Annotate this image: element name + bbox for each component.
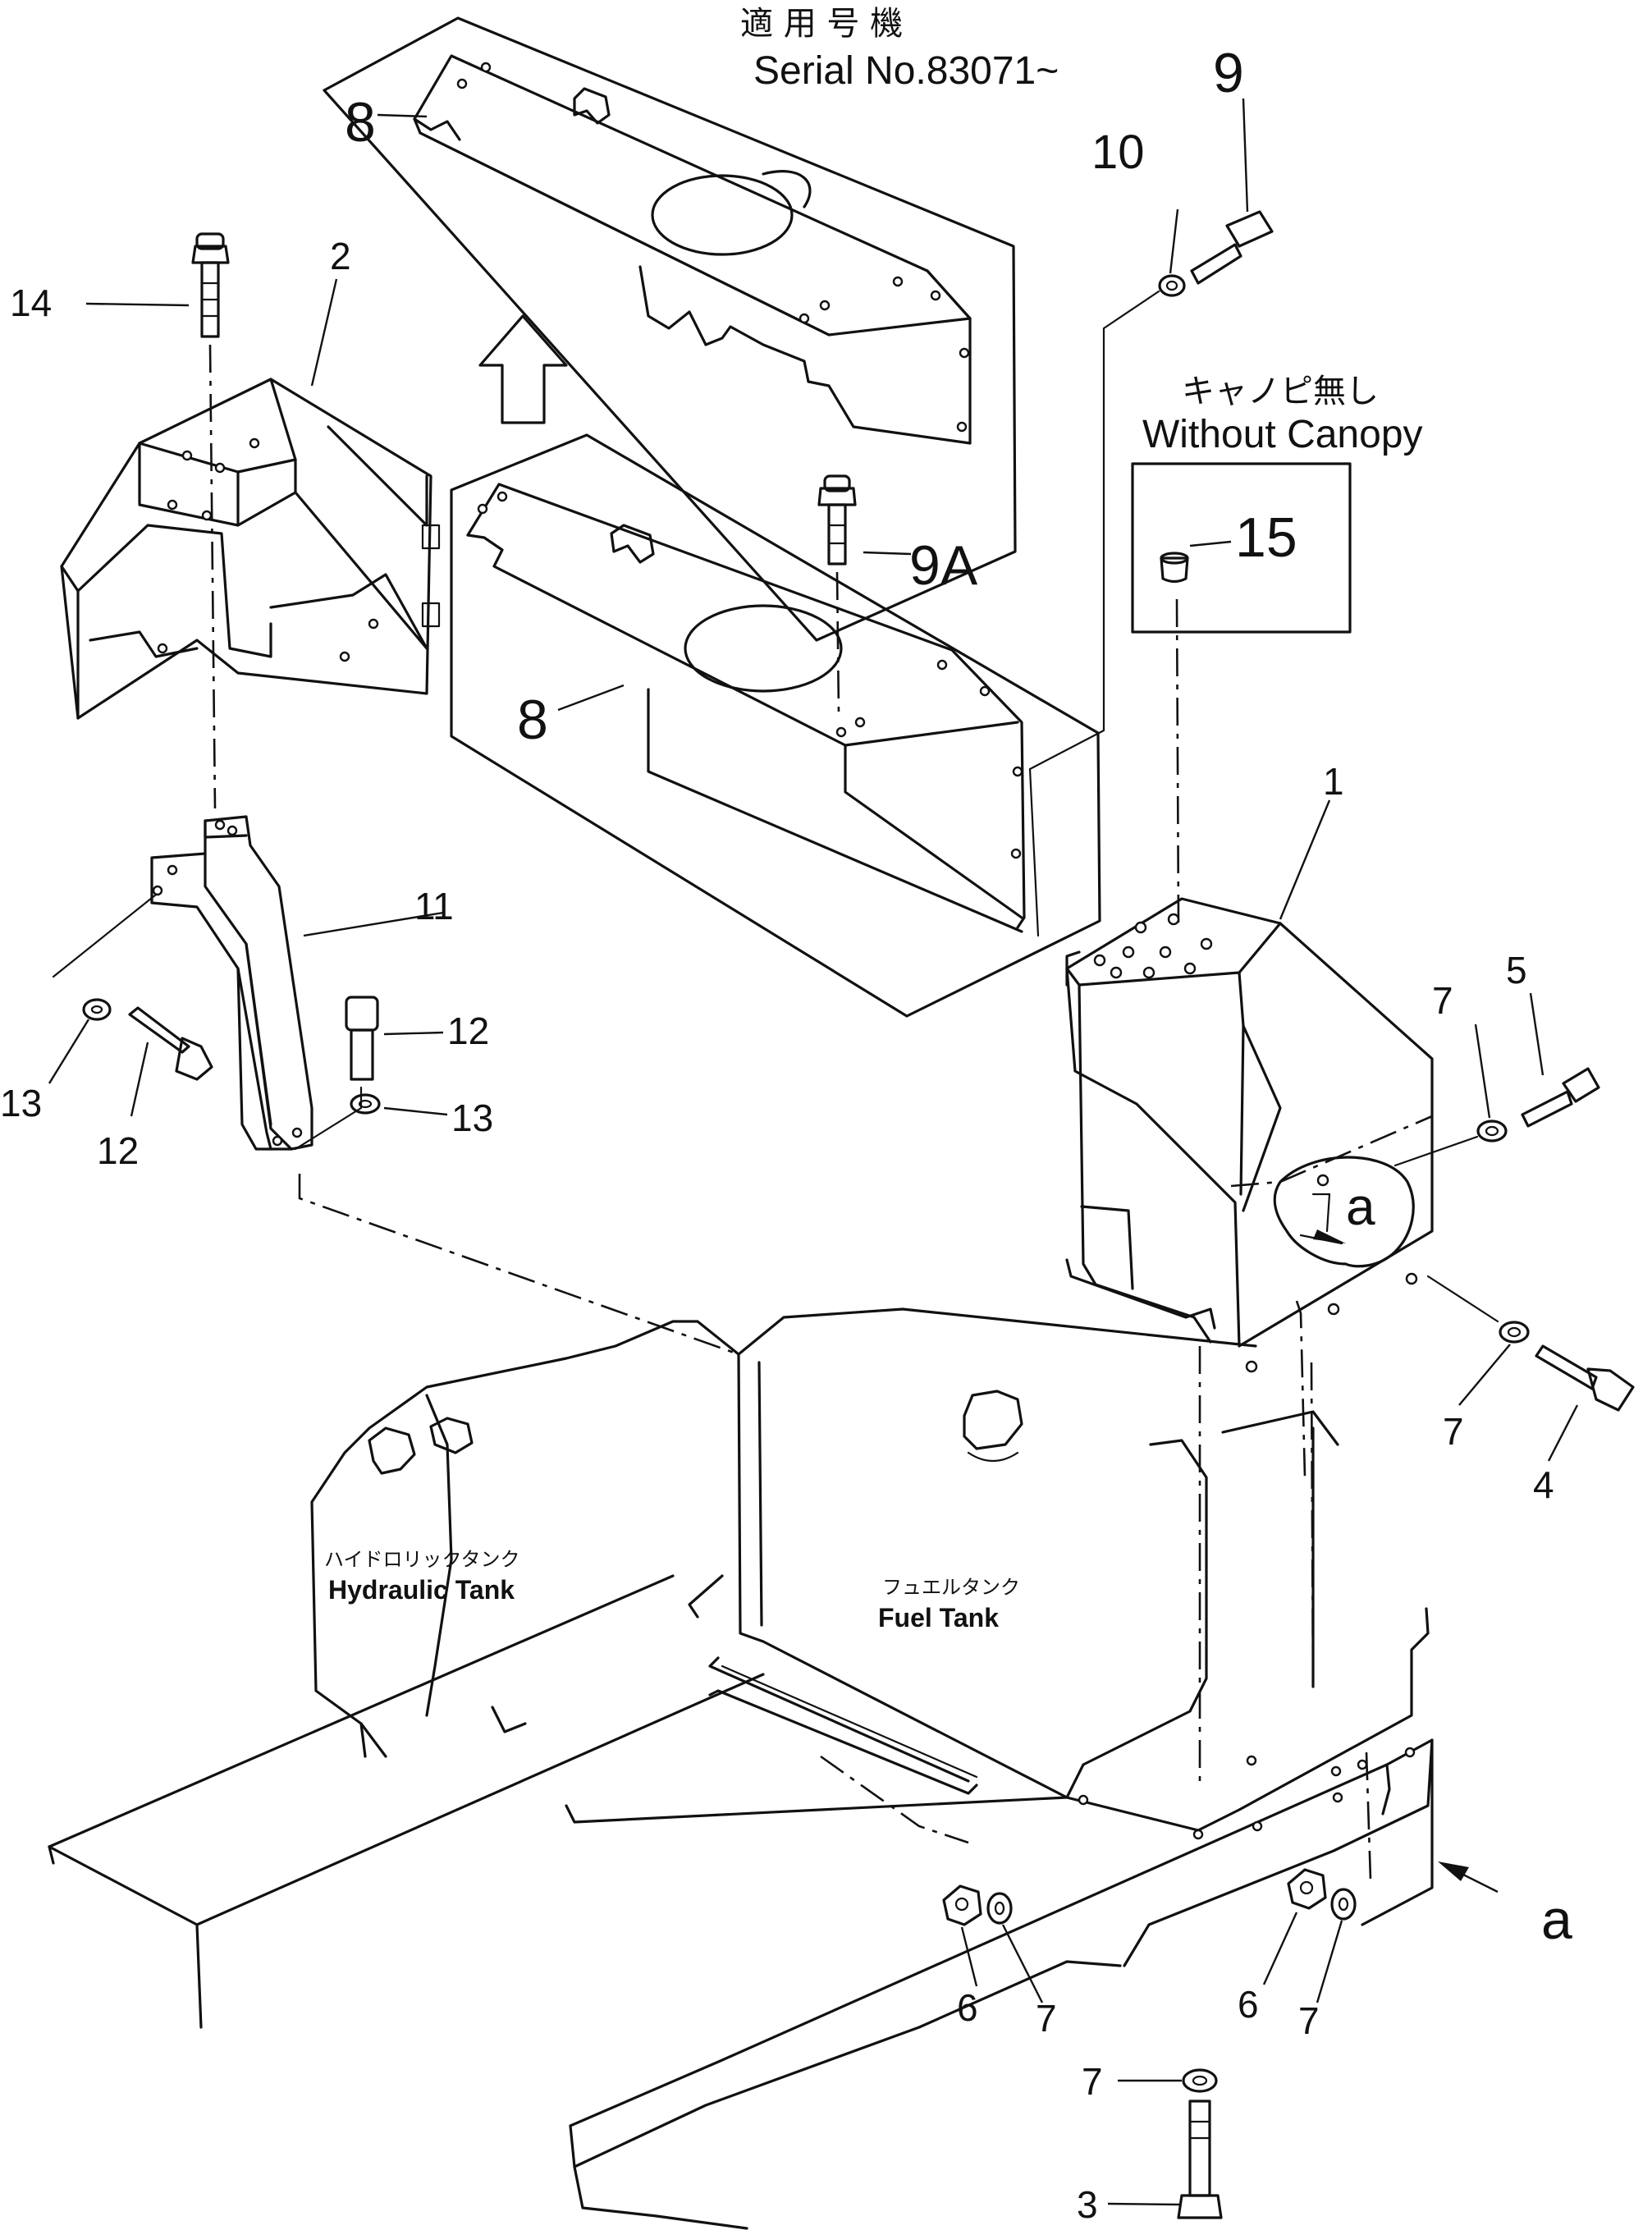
washer-10	[1158, 274, 1186, 297]
cover-1	[1065, 897, 1434, 1478]
bolt-3	[1177, 2099, 1223, 2219]
callout-3: 3	[1077, 2183, 1098, 2226]
washer-7-mid	[1499, 1321, 1530, 1344]
leaders	[48, 98, 1579, 2206]
fuel-tank	[737, 1307, 1430, 1832]
bracket-2	[60, 378, 441, 720]
washer-7-lower-right	[1330, 1888, 1357, 1921]
support-11	[150, 815, 313, 1151]
washer-7-upper	[1476, 1120, 1508, 1142]
callout-12-left: 12	[97, 1129, 139, 1172]
hydraulic-tank-label-jp: ハイドロリックタンク	[324, 1548, 520, 1571]
callout-9a: 9A	[909, 534, 978, 597]
callout-7-mid: 7	[1443, 1410, 1464, 1453]
cover-8-lower	[450, 433, 1101, 1018]
bolt-9	[1190, 210, 1274, 285]
callout-13-left: 13	[0, 1082, 42, 1124]
callout-7-lower-right: 7	[1298, 1999, 1320, 2042]
cover-8-upper	[323, 16, 1017, 642]
bolt-12-right	[345, 996, 379, 1081]
callout-2: 2	[330, 235, 351, 277]
canopy-box	[1131, 462, 1352, 634]
callout-7-bottom: 7	[1082, 2060, 1103, 2103]
bolt-4	[1535, 1344, 1635, 1412]
cap-15	[1160, 552, 1189, 584]
washer-13-left	[82, 998, 112, 1021]
washer-13-right	[350, 1093, 381, 1115]
canopy-note-en: Without Canopy	[1142, 413, 1423, 456]
callout-12-right: 12	[447, 1010, 489, 1052]
hydraulic-tank	[310, 1320, 740, 1758]
hydraulic-tank-label: Hydraulic Tank	[328, 1575, 515, 1605]
callout-5: 5	[1506, 949, 1527, 991]
callout-7-upper: 7	[1432, 979, 1453, 1022]
canopy-note-jp: キャノピ無し	[1182, 373, 1379, 410]
callout-8-upper: 8	[345, 91, 376, 153]
bolt-12-left	[128, 1006, 213, 1081]
callout-7-lower-left: 7	[1036, 1997, 1057, 2040]
callout-9: 9	[1213, 42, 1244, 104]
callout-10: 10	[1091, 126, 1145, 179]
callout-numbers: 8 9 10 14 2 9A 15 8 1 11 12 13 13 12 5 7…	[0, 42, 1572, 2226]
washer-7-bottom	[1182, 2068, 1218, 2093]
callout-4: 4	[1533, 1463, 1554, 1506]
bolt-14	[191, 232, 230, 338]
view-arrow-a	[1438, 1861, 1499, 1893]
callout-11: 11	[414, 885, 454, 927]
callout-6-left: 6	[957, 1986, 978, 2029]
fuel-tank-label: Fuel Tank	[878, 1603, 999, 1632]
callout-6-right: 6	[1238, 1983, 1259, 2026]
bolt-5	[1521, 1067, 1600, 1128]
serial-label-jp: 適 用 号 機	[740, 5, 903, 43]
washer-7-lower-left	[986, 1892, 1013, 1925]
callout-15: 15	[1235, 506, 1297, 569]
frame	[48, 1574, 1434, 2230]
nut-6-right	[1287, 1868, 1327, 1910]
serial-label: Serial No.83071~	[753, 49, 1059, 93]
callout-8-lower: 8	[517, 689, 548, 751]
callout-14: 14	[10, 282, 52, 324]
fuel-tank-label-jp: フュエルタンク	[882, 1576, 1020, 1599]
view-a-label: a	[1541, 1889, 1572, 1951]
callout-13-right: 13	[451, 1097, 493, 1139]
callout-1: 1	[1323, 760, 1344, 803]
replacement-arrow	[478, 314, 568, 424]
view-a-circle-label: a	[1346, 1177, 1375, 1236]
nut-6-left	[942, 1884, 982, 1926]
bolt-9a	[817, 474, 857, 566]
